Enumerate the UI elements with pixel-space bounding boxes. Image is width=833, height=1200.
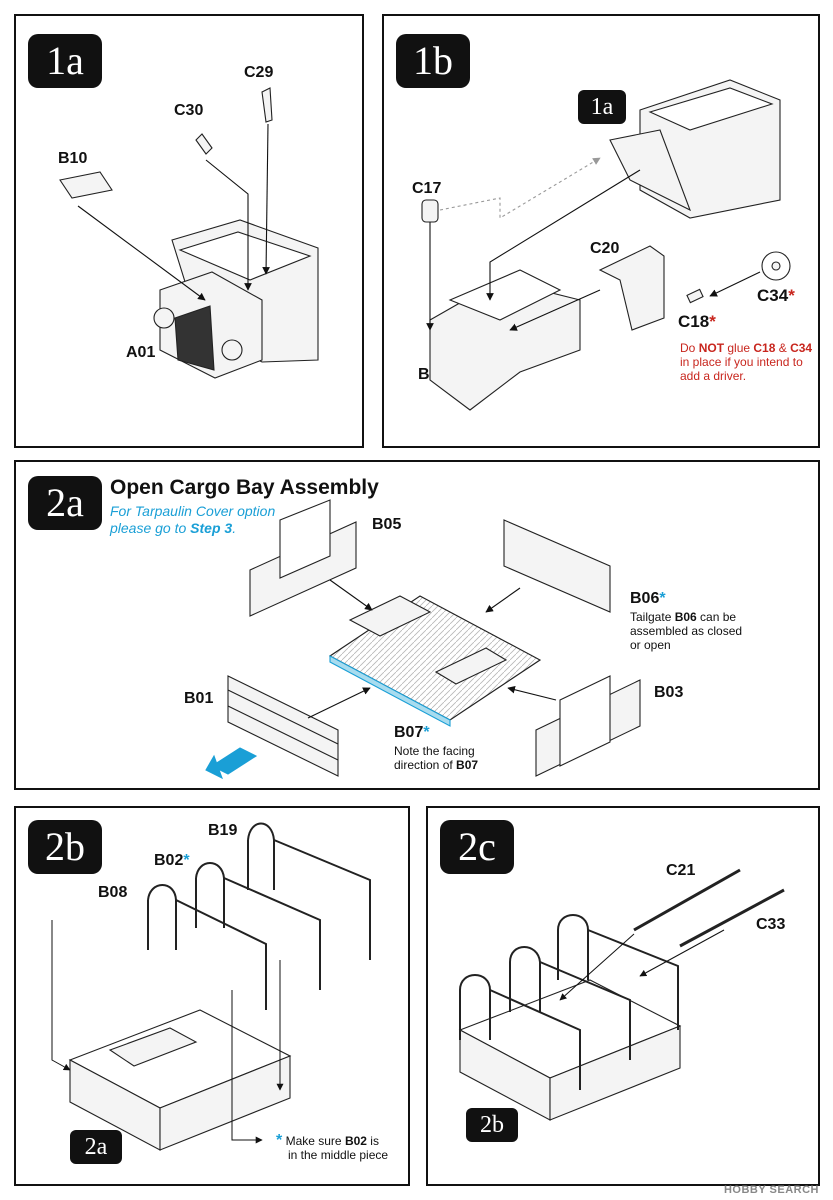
b07-note-line-1: Note the facing — [394, 744, 475, 758]
b02n-star: * — [276, 1132, 283, 1149]
c18-asterisk: * — [709, 312, 716, 331]
b06-note-line-2: assembled as closed — [630, 624, 743, 638]
b06n-b: B06 — [674, 610, 697, 624]
step-2c-badge: 2c — [440, 820, 514, 874]
b07-note-line-2: direction of B07 — [394, 758, 478, 772]
b06n-a: Tailgate — [630, 610, 675, 624]
step-1b-ref-badge: 1a — [578, 90, 626, 124]
b07n-b: B07 — [456, 758, 479, 772]
front-panel-b01 — [227, 675, 339, 777]
cargo-bay-with-rollbars-2b — [68, 822, 371, 1151]
b02-asterisk: * — [183, 852, 190, 869]
cargo-floor-drawing — [328, 595, 542, 727]
part-c30-label: C30 — [174, 102, 204, 119]
c34-asterisk: * — [788, 286, 795, 305]
part-b02-label: B02* — [154, 852, 190, 870]
part-c21-label: C21 — [666, 862, 696, 879]
part-c18-label: C18* — [678, 312, 716, 332]
subtitle-line-2: please go to Step 3. — [110, 520, 275, 537]
step-2a-title: Open Cargo Bay Assembly — [110, 476, 379, 499]
part-b07-label: B07* — [394, 724, 430, 742]
part-b01-label: B01 — [184, 690, 214, 707]
b02-note: * Make sure B02 is in the middle piece — [276, 1132, 389, 1163]
front-arrow — [205, 747, 258, 780]
b07n-a: direction of — [394, 758, 457, 772]
st-c: . — [232, 520, 237, 536]
b02n-a: Make sure — [285, 1134, 345, 1148]
part-c20-label: C20 — [590, 240, 620, 257]
b02n-b: B02 — [344, 1134, 367, 1148]
part-b10-label: B10 — [58, 150, 88, 167]
step-2a-subtitle: For Tarpaulin Cover option please go to … — [110, 503, 275, 537]
cab-interior-drawing — [421, 79, 791, 411]
subtitle-line-1: For Tarpaulin Cover option — [110, 503, 276, 519]
st-a: please go to — [110, 520, 191, 536]
b07-note: Note the facing direction of B07 — [394, 744, 478, 772]
part-b19-label: B19 — [208, 822, 238, 839]
w-not: NOT — [698, 341, 725, 355]
hobby-search-watermark: HOBBY SEARCH — [723, 1184, 819, 1196]
w-c34: C34 — [790, 341, 813, 355]
warning-line-3: add a driver. — [680, 369, 747, 383]
step-1b-warning-note: Do NOT glue C18 & C34 in place if you in… — [680, 341, 812, 383]
part-b06-text: B06 — [630, 590, 660, 607]
part-b06-label: B06* — [630, 590, 666, 608]
step-2b-badge: 2b — [28, 820, 102, 874]
part-c17-label: C17 — [412, 180, 442, 197]
part-c33-label: C33 — [756, 916, 786, 933]
part-b02-text: B02 — [154, 852, 184, 869]
step-2a-badge: 2a — [28, 476, 102, 530]
cab-front-drawing — [59, 87, 319, 379]
part-c34-text: C34 — [757, 286, 789, 305]
side-panel-b05 — [249, 499, 357, 617]
b02-note-line-1: * Make sure B02 is — [276, 1132, 388, 1149]
w-t1: Do — [680, 341, 699, 355]
b06-asterisk: * — [659, 590, 666, 607]
part-c18-text: C18 — [678, 312, 710, 331]
b02-note-line-2: in the middle piece — [288, 1148, 389, 1162]
part-b08-label: B08 — [98, 884, 128, 901]
part-b03-label: B03 — [654, 684, 684, 701]
st-step3[interactable]: Step 3 — [190, 520, 233, 536]
step-2b-ref-badge: 2a — [70, 1130, 122, 1164]
b06-note-line-1: Tailgate B06 can be — [630, 610, 742, 624]
part-b07-text: B07 — [394, 724, 424, 741]
part-c29-label: C29 — [244, 64, 274, 81]
b02n-c: is — [366, 1134, 379, 1148]
cargo-bay-assembled-2c — [458, 868, 785, 1121]
step-1a-badge: 1a — [28, 34, 102, 88]
w-t3: & — [775, 341, 791, 355]
b06-note-line-3: or open — [630, 638, 671, 652]
side-panel-b03 — [535, 675, 641, 777]
step-1b-badge: 1b — [396, 34, 470, 88]
b06n-c: can be — [696, 610, 737, 624]
b06-note: Tailgate B06 can be assembled as closed … — [630, 610, 742, 652]
tailgate-b06 — [503, 519, 611, 613]
w-t2: glue — [724, 341, 754, 355]
part-b05-label: B05 — [372, 516, 402, 533]
warning-line-2: in place if you intend to — [680, 355, 803, 369]
step-2c-ref-badge: 2b — [466, 1108, 518, 1142]
warning-line-1: Do NOT glue C18 & C34 — [680, 341, 812, 355]
part-c34-label: C34* — [757, 286, 795, 306]
part-a01-label: A01 — [126, 344, 156, 361]
w-c18: C18 — [753, 341, 776, 355]
b07-asterisk: * — [423, 724, 430, 741]
